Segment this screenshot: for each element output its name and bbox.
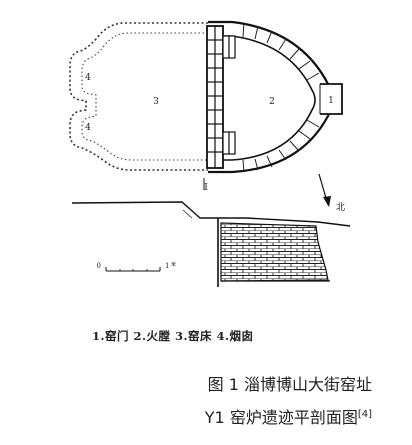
kiln-inner-dotted-outline [81,32,208,161]
masonry-section [220,222,329,282]
zone-label-1: 1 [328,96,334,106]
zone-label-3: 3 [153,97,159,107]
caption-line-2-text: Y1 窑炉遗迹平剖面图 [204,408,358,427]
firebox-bricks [242,22,320,173]
reference-marker: [4] [357,409,372,420]
zone-label-4-bottom: 4 [85,123,91,133]
section-line-mark: I [204,183,208,193]
dividing-wall [206,25,236,169]
firebox-inner-wall [222,35,316,161]
kiln-plan-and-section-drawing: 1 2 3 4 4 I 北 0 1 米 [69,20,351,287]
zone-label-2: 2 [269,97,275,107]
kiln-dotted-outline [69,22,208,171]
kiln-door [319,83,343,115]
caption-line-1: 图 1 淄博博山大街窑址 [207,375,372,394]
scale-unit: 米 [171,261,176,268]
plan-view: 1 2 3 4 4 I [69,20,343,193]
figure-legend: 1.窑门 2.火膛 3.窑床 4.烟囱 [92,329,254,343]
scale-bar: 0 1 米 [97,261,176,272]
north-label: 北 [336,202,345,213]
ground-line [71,201,351,227]
north-arrow: 北 [318,173,345,213]
zone-label-4-top: 4 [85,73,91,83]
caption-line-2: Y1 窑炉遗迹平剖面图[4] [205,404,372,428]
scale-zero: 0 [97,262,101,270]
section-view [71,201,351,287]
scale-one: 1 [165,262,169,270]
